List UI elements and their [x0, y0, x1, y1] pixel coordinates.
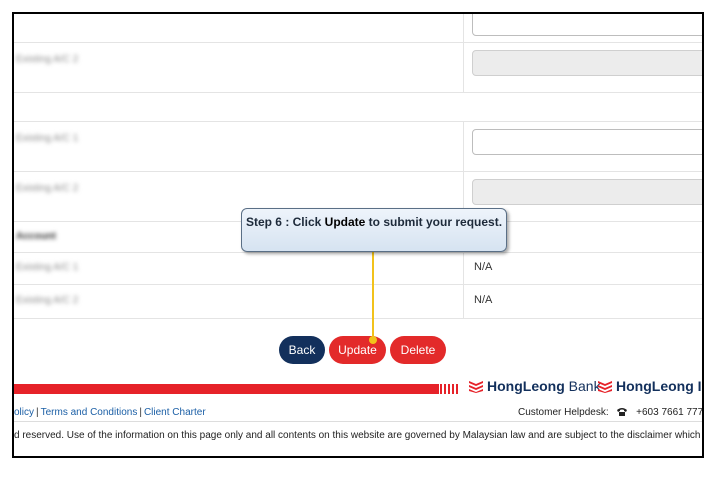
- form-row: Existing A/C 2: [14, 42, 702, 93]
- form-row: Existing A/C 1: [14, 121, 702, 172]
- callout-pointer-line: [372, 252, 374, 338]
- form-row: Existing A/C 2: [14, 171, 702, 222]
- footer-red-bar: [14, 384, 439, 394]
- link-separator: |: [36, 407, 39, 418]
- section-heading-row: Account: [14, 221, 702, 253]
- field-label: Existing A/C 2: [16, 54, 79, 65]
- field-label: Existing A/C 1: [16, 133, 79, 144]
- section-spacer: [14, 92, 702, 122]
- logo-islamic-text: HongLeong Isla: [616, 378, 702, 394]
- client-charter-link[interactable]: Client Charter: [143, 407, 206, 418]
- terms-and-conditions-link[interactable]: Terms and Conditions: [40, 407, 138, 418]
- phone-icon: [616, 407, 628, 420]
- text-input[interactable]: [472, 14, 702, 36]
- privacy-policy-link[interactable]: olicy: [14, 407, 35, 418]
- field-value: N/A: [474, 294, 493, 306]
- hong-leong-islamic-logo[interactable]: HongLeong Isla: [597, 378, 702, 396]
- callout-pointer-dot: [369, 336, 377, 344]
- form-row: Existing A/C 2 N/A: [14, 284, 702, 319]
- callout-text-prefix: Step 6 : Click: [245, 215, 325, 229]
- helpdesk-label: Customer Helpdesk:: [518, 407, 609, 418]
- section-heading: Account: [16, 231, 56, 242]
- update-button[interactable]: Update: [329, 336, 386, 364]
- form-row-value-cell: [463, 14, 702, 42]
- copyright-text: d reserved. Use of the information on th…: [14, 430, 704, 441]
- callout-text-emphasis: Update: [324, 215, 366, 229]
- helpdesk-phone: +603 7661 7777: [636, 407, 704, 418]
- form-row: Existing A/C 1 N/A: [14, 252, 702, 285]
- tutorial-callout: Step 6 : Click Update to submit your req…: [241, 208, 507, 252]
- hong-leong-bank-logo[interactable]: HongLeong Bank: [468, 378, 601, 396]
- back-button[interactable]: Back: [279, 336, 325, 364]
- form-row-value-cell: N/A: [463, 252, 702, 284]
- field-label: Existing A/C 2: [16, 295, 79, 306]
- field-label: Existing A/C 1: [16, 262, 79, 273]
- form-row: [14, 14, 702, 43]
- disabled-input: [472, 50, 702, 76]
- form-row-value-cell: [463, 121, 702, 171]
- disabled-input: [472, 179, 702, 205]
- hong-leong-emblem-icon: [468, 379, 484, 396]
- link-separator: |: [139, 407, 142, 418]
- logo-bank-text: HongLeong: [487, 378, 565, 394]
- form-row-value-cell: [463, 42, 702, 92]
- footer-divider: [14, 421, 702, 422]
- form-row-value-cell: N/A: [463, 284, 702, 318]
- field-label: Existing A/C 2: [16, 183, 79, 194]
- footer-stripes: [440, 384, 460, 394]
- form-row-value-cell: [463, 171, 702, 221]
- logo-bank-suffix: Bank: [564, 378, 601, 394]
- field-value: N/A: [474, 261, 493, 273]
- text-input[interactable]: [472, 129, 702, 155]
- delete-button[interactable]: Delete: [390, 336, 446, 364]
- hong-leong-emblem-icon: [597, 379, 613, 396]
- footer-links: olicy|Terms and Conditions|Client Charte…: [14, 407, 206, 418]
- customer-helpdesk: Customer Helpdesk: +603 7661 7777: [518, 407, 704, 420]
- screenshot-frame: Existing A/C 2 Existing A/C 1 Existing A…: [12, 12, 704, 458]
- callout-text-suffix: to submit your request.: [365, 215, 503, 229]
